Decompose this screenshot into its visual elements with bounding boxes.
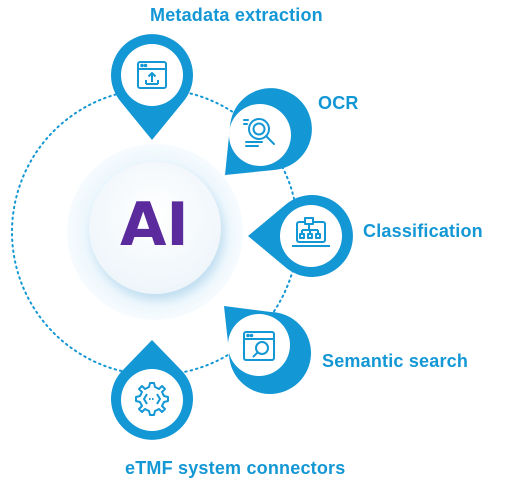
gear-connector-icon <box>135 382 169 416</box>
ai-center-label: AI <box>120 190 189 260</box>
classification-label: Classification <box>363 221 483 241</box>
classification-pin <box>248 194 353 277</box>
metadata-extraction-label: Metadata extraction <box>150 5 323 25</box>
ocr-label: OCR <box>318 93 359 113</box>
semantic-search-pin <box>224 306 312 395</box>
ai-center <box>67 144 243 320</box>
upload-window-icon <box>137 61 167 89</box>
metadata-extraction-pin <box>111 34 193 141</box>
hierarchy-laptop-icon <box>292 217 330 247</box>
ocr-pin <box>225 88 312 175</box>
etmf-connectors-pin <box>111 340 193 440</box>
search-window-icon <box>243 331 275 361</box>
magnifier-document-icon <box>243 118 275 147</box>
semantic-search-label: Semantic search <box>322 351 469 371</box>
etmf-connectors-label: eTMF system connectors <box>125 458 346 478</box>
